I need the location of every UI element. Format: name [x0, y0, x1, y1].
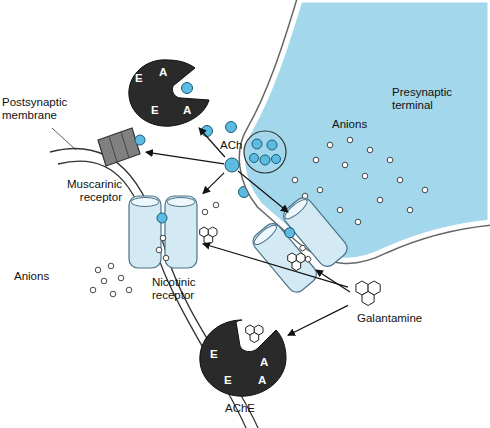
anion — [160, 235, 166, 241]
enzyme-site-letter: E — [224, 374, 232, 387]
anion — [213, 202, 219, 208]
ach-molecule — [135, 135, 145, 145]
anion — [202, 209, 208, 215]
galantamine-ring — [292, 261, 301, 271]
receptor-subunit-top — [131, 198, 159, 207]
node-shape — [125, 58, 211, 128]
ach-molecule — [182, 83, 193, 94]
galantamine-ring — [362, 292, 374, 306]
node-label: Nicotinic receptor — [152, 276, 212, 302]
node-shape — [348, 280, 394, 308]
ach-molecule — [157, 213, 167, 223]
anion — [347, 137, 353, 143]
ache-enzyme — [129, 60, 209, 126]
ache-enzyme: E A A E — [125, 58, 211, 128]
anion — [397, 177, 403, 183]
anion — [387, 157, 393, 163]
anion — [422, 187, 428, 193]
node-shape — [224, 157, 240, 173]
node-label: Galantamine — [357, 312, 422, 325]
galantamine-ring — [204, 235, 213, 245]
node-label: Muscarinic receptor — [50, 178, 122, 204]
annotation-label: Anions — [14, 270, 49, 283]
nicotinic-receptor: Nicotinic receptor — [125, 192, 203, 272]
anion — [101, 278, 107, 284]
receptor-subunit — [165, 196, 197, 268]
ach-molecule — [252, 139, 262, 149]
ach-molecule — [250, 154, 259, 163]
enzyme-site-letter: E — [151, 104, 159, 117]
muscarinic-receptor-body — [98, 128, 140, 166]
presynaptic-terminal-shape — [243, 0, 490, 260]
anion — [342, 162, 348, 168]
arrow-connector — [203, 173, 224, 194]
anion — [407, 207, 413, 213]
ach-molecule — [260, 155, 270, 165]
ach-molecule — [267, 140, 277, 150]
anion — [292, 177, 298, 183]
anion — [108, 263, 114, 269]
receptor-subunit — [129, 196, 161, 268]
arrow-connector — [288, 305, 348, 335]
anion — [337, 207, 343, 213]
anion — [163, 255, 169, 261]
anion — [299, 244, 307, 252]
node-label: Presynaptic terminal — [392, 86, 464, 112]
node-label: Anions — [332, 118, 367, 131]
anion — [377, 197, 383, 203]
enzyme-site-letter: A — [260, 356, 268, 369]
anion — [313, 157, 319, 163]
enzyme-site-letter: A — [183, 104, 191, 117]
ach-molecule — [226, 122, 237, 133]
anion — [362, 173, 368, 179]
node-shape — [92, 124, 146, 172]
galantamine-molecule — [288, 253, 305, 271]
synaptic-vesicle — [244, 131, 286, 173]
ache-enzyme: AEAEAChE — [196, 318, 288, 398]
enzyme-site-letter: E — [135, 72, 143, 85]
node-label: ACh — [220, 139, 242, 152]
receptor-subunit-top — [252, 222, 279, 247]
anion — [118, 275, 124, 281]
arrow-line — [316, 270, 350, 292]
ach-molecule — [225, 158, 239, 172]
node-shape — [125, 192, 203, 272]
node-label: AChE — [225, 402, 255, 415]
receptor-subunit-top — [167, 198, 195, 207]
ach-molecule: ACh — [224, 157, 240, 173]
galantamine-molecule: Galantamine — [348, 280, 394, 308]
galantamine-ring — [250, 333, 259, 343]
enzyme-site-letter: A — [258, 374, 266, 387]
anion — [110, 291, 116, 297]
ach-molecule — [202, 126, 213, 137]
ach-molecule — [272, 155, 281, 164]
anion — [90, 287, 96, 293]
anion — [95, 267, 101, 273]
ache-enzyme — [200, 320, 286, 396]
enzyme-site-letter: A — [159, 66, 167, 79]
arrow-connector — [203, 244, 348, 287]
arrow-connector — [146, 152, 224, 164]
anion — [327, 142, 333, 148]
anion — [126, 287, 132, 293]
anion — [355, 219, 361, 225]
enzyme-site-letter: E — [210, 348, 218, 361]
receptor-segment-line — [109, 132, 129, 162]
leader-line — [52, 128, 76, 150]
anion — [156, 247, 162, 253]
anion — [317, 187, 323, 193]
muscarinic-receptor: Muscarinic receptor — [92, 124, 146, 172]
node-shape — [196, 318, 288, 398]
anion — [367, 147, 373, 153]
anion — [302, 193, 308, 199]
terminal-outline — [243, 0, 490, 260]
galantamine-molecule — [200, 227, 217, 245]
annotation-label: Postsynaptic membrane — [2, 96, 72, 122]
